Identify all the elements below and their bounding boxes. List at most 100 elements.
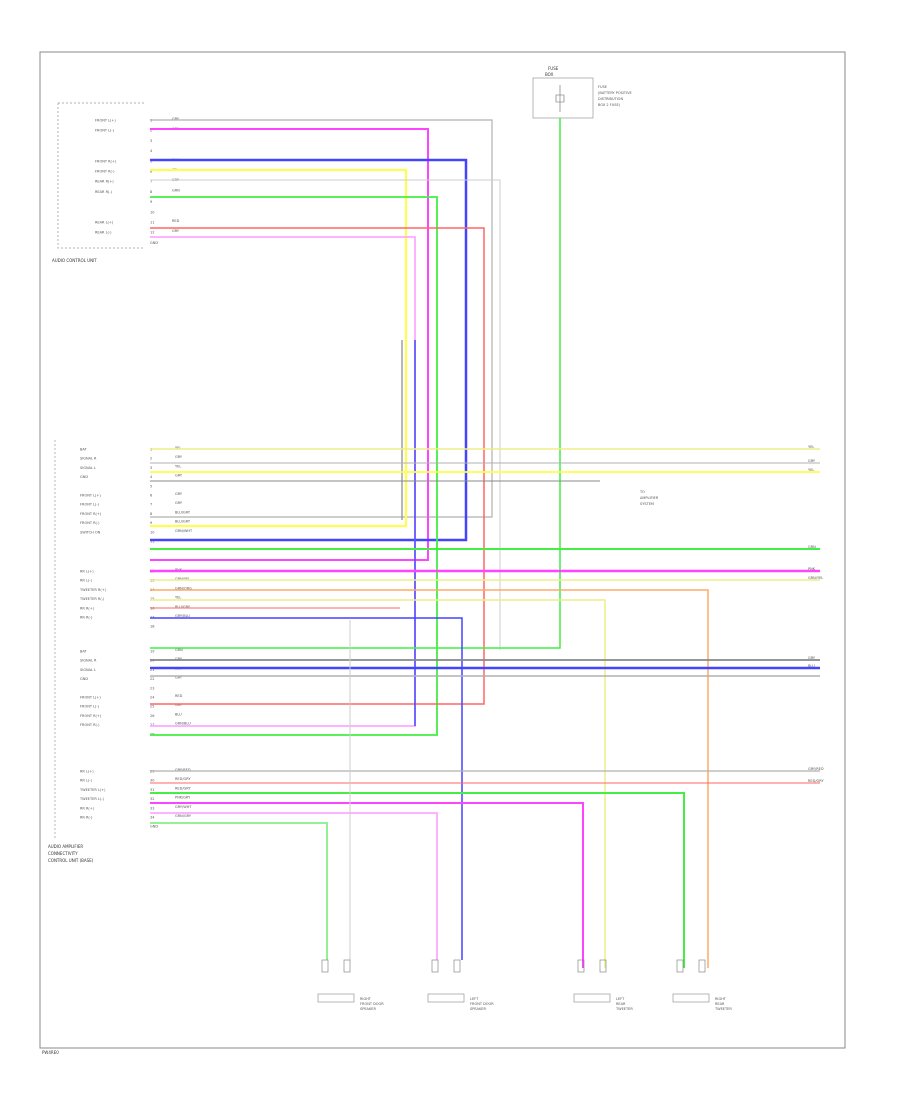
- wire-top-front-r-plus: [150, 158, 468, 542]
- top-wire-color: GRN: [172, 188, 180, 192]
- main-pin-number: 21: [150, 668, 154, 672]
- top-pin-label: FRONT L(+): [95, 119, 116, 123]
- main-pin-number: 18: [150, 625, 154, 629]
- main-pin-number: 22: [150, 677, 154, 681]
- right-wire-label: GRN/YEL: [808, 576, 823, 580]
- main-pin-label: RR R(-): [80, 816, 93, 820]
- main-wire-color: RED/GRY: [175, 786, 191, 790]
- top-pin-label: REAR L(+): [95, 221, 114, 225]
- speaker-name: SPEAKER: [360, 1007, 376, 1011]
- wire-main-tweeter-r-plus: [150, 589, 709, 968]
- speaker-connector-pin: [599, 959, 607, 973]
- top-pin-number: 10: [150, 210, 154, 214]
- top-pin-number: 3: [150, 139, 152, 143]
- main-wire-color: YEL: [175, 464, 181, 468]
- top-pin-number: 11: [150, 221, 154, 225]
- right-wire-label: GRN: [808, 545, 816, 549]
- top-pin-number: GND: [150, 241, 158, 245]
- main-pin-label: RR L(-): [80, 579, 93, 583]
- speaker-name: REAR: [715, 1002, 725, 1006]
- main-pin-number: 32: [150, 797, 154, 801]
- main-pin-label: TWEETER L(+): [79, 788, 106, 792]
- main-pin-label: SIGNAL L: [80, 668, 96, 672]
- speaker-connector-pin: [698, 959, 706, 973]
- main-wire-color: GRN/GRY: [175, 814, 192, 818]
- note-line-2: AMPLIFIER: [640, 496, 659, 500]
- top-pin-number: 5: [150, 159, 152, 163]
- note-line-3: SYSTEM: [640, 502, 654, 506]
- main-wire-color: GRY: [175, 676, 183, 680]
- main-pin-label: TWEETER R(-): [79, 597, 105, 601]
- fuse-symbol: [555, 85, 565, 112]
- fuse-desc-2: (BATTERY POSITIVE: [598, 91, 632, 95]
- main-pin-label: GND: [80, 677, 88, 681]
- main-unit-name-1: AUDIO AMPLIFIER: [48, 844, 83, 849]
- main-pin-label: RR R(-): [80, 616, 93, 620]
- speaker-name: FRONT DOOR: [470, 1002, 494, 1006]
- wire-top-rear-r-plus: [150, 179, 501, 650]
- speaker-connector-pin: [676, 959, 684, 973]
- main-wire-color: PNK/GRY: [175, 796, 191, 800]
- wire-main-tweeter-r-minus: [150, 599, 606, 968]
- main-pin-number: GND: [150, 825, 158, 829]
- wire-top-front-l-plus: [150, 119, 493, 518]
- wire-top-front-r-minus: [150, 169, 407, 527]
- main-wire-color: GRN/WHT: [175, 529, 193, 533]
- main-pin-number: 8: [150, 512, 152, 516]
- top-wire-color: RED: [172, 219, 180, 223]
- main-pin-number: 34: [150, 816, 155, 820]
- main-pin-label: SIGNAL L: [80, 466, 96, 470]
- main-pin-label: FRONT L(+): [80, 696, 101, 700]
- main-pin-label: FRONT R(-): [80, 521, 100, 525]
- top-pin-label: FRONT R(-): [95, 170, 115, 174]
- speaker-connector-pin: [577, 959, 585, 973]
- main-pin-label: SWITCH ON: [80, 530, 101, 534]
- wire-top-rear-l-plus: [150, 227, 485, 705]
- wire-main-rr-r-plus: [150, 617, 463, 960]
- speaker-icon: [573, 993, 611, 1003]
- fuse-box: [532, 77, 594, 119]
- main-pin-label: RR L(-): [80, 779, 93, 783]
- right-wire-label: YEL: [808, 468, 814, 472]
- top-pin-number: 12: [150, 231, 154, 235]
- speaker-connector-pin: [453, 959, 461, 973]
- wire-top-rear-r-minus: [150, 196, 438, 736]
- wire-main-tweeter-l-plus: [150, 792, 685, 968]
- fuse-box-name-2: BOX: [545, 72, 554, 77]
- main-wire-color: GRY: [175, 501, 183, 505]
- top-pin-label: REAR R(+): [95, 180, 114, 184]
- main-pin-label: RR L(+): [80, 770, 94, 774]
- main-pin-number: 25: [150, 705, 154, 709]
- main-pin-number: 15: [150, 597, 154, 601]
- main-wire-color: BLU/GRY: [175, 520, 191, 524]
- top-pin-label: FRONT L(-): [95, 129, 115, 133]
- fuse-desc-1: FUSE: [598, 85, 607, 89]
- main-pin-label: FRONT R(-): [80, 723, 100, 727]
- top-pin-number: 8: [150, 190, 152, 194]
- main-pin-number: 6: [150, 494, 152, 498]
- main-pin-number: 27: [150, 723, 154, 727]
- main-pin-label: BAT: [80, 448, 88, 452]
- speaker-name: RIGHT: [360, 997, 372, 1001]
- top-wire-color: GRY: [172, 117, 180, 121]
- right-wire-label: PNK: [808, 567, 816, 571]
- main-pin-number: 10: [150, 530, 154, 534]
- speaker-icon: [427, 993, 465, 1003]
- main-wire-color: GRY: [175, 492, 183, 496]
- note-line-1: TO: [639, 490, 645, 494]
- main-pin-number: 5: [150, 484, 152, 488]
- main-pin-number: 26: [150, 714, 154, 718]
- main-pin-number: 2: [150, 457, 152, 461]
- fuse-box-name-1: FUSE: [548, 66, 559, 71]
- main-pin-label: TWEETER R(+): [79, 588, 107, 592]
- speaker-name: LEFT: [616, 997, 625, 1001]
- page-id: PW4RE0: [42, 1050, 59, 1055]
- top-pin-number: 9: [150, 200, 152, 204]
- right-wire-label: RED/GRY: [808, 779, 824, 783]
- speaker-name: REAR: [616, 1002, 626, 1006]
- main-pin-label: BAT: [80, 650, 88, 654]
- speaker-icon: [672, 993, 710, 1003]
- main-wire-color: GRY/BLU: [175, 614, 190, 618]
- right-wire-label: GRY: [808, 459, 816, 463]
